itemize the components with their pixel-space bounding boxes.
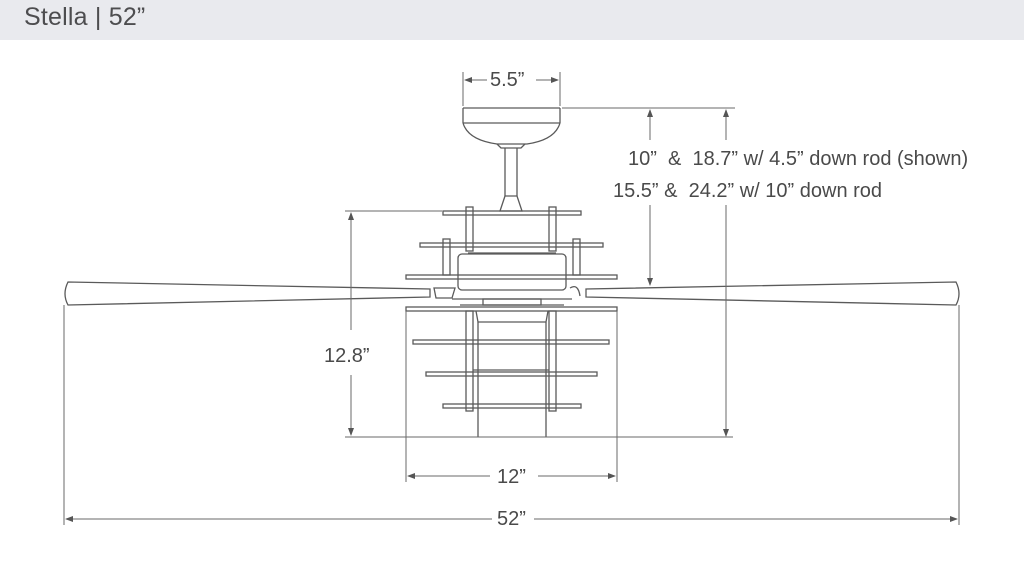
light-kit — [405, 306, 618, 437]
page-title: Stella | 52” — [24, 3, 146, 31]
upper-tiers — [405, 206, 618, 306]
dimension-lines — [63, 72, 960, 525]
blades — [64, 281, 960, 306]
canopy — [462, 107, 561, 149]
title-bar: Stella | 52” — [0, 0, 1024, 40]
light-kit-height-label: 12.8” — [324, 345, 370, 367]
height-label-shown: 10” & 18.7” w/ 4.5” down rod (shown) — [628, 148, 969, 170]
height-label-10in-rod: 15.5” & 24.2” w/ 10” down rod — [613, 180, 883, 202]
blade-span-label: 52” — [497, 508, 526, 530]
light-kit-width-label: 12” — [497, 466, 526, 488]
downrod — [499, 148, 523, 212]
canopy-width-label: 5.5” — [490, 69, 525, 91]
